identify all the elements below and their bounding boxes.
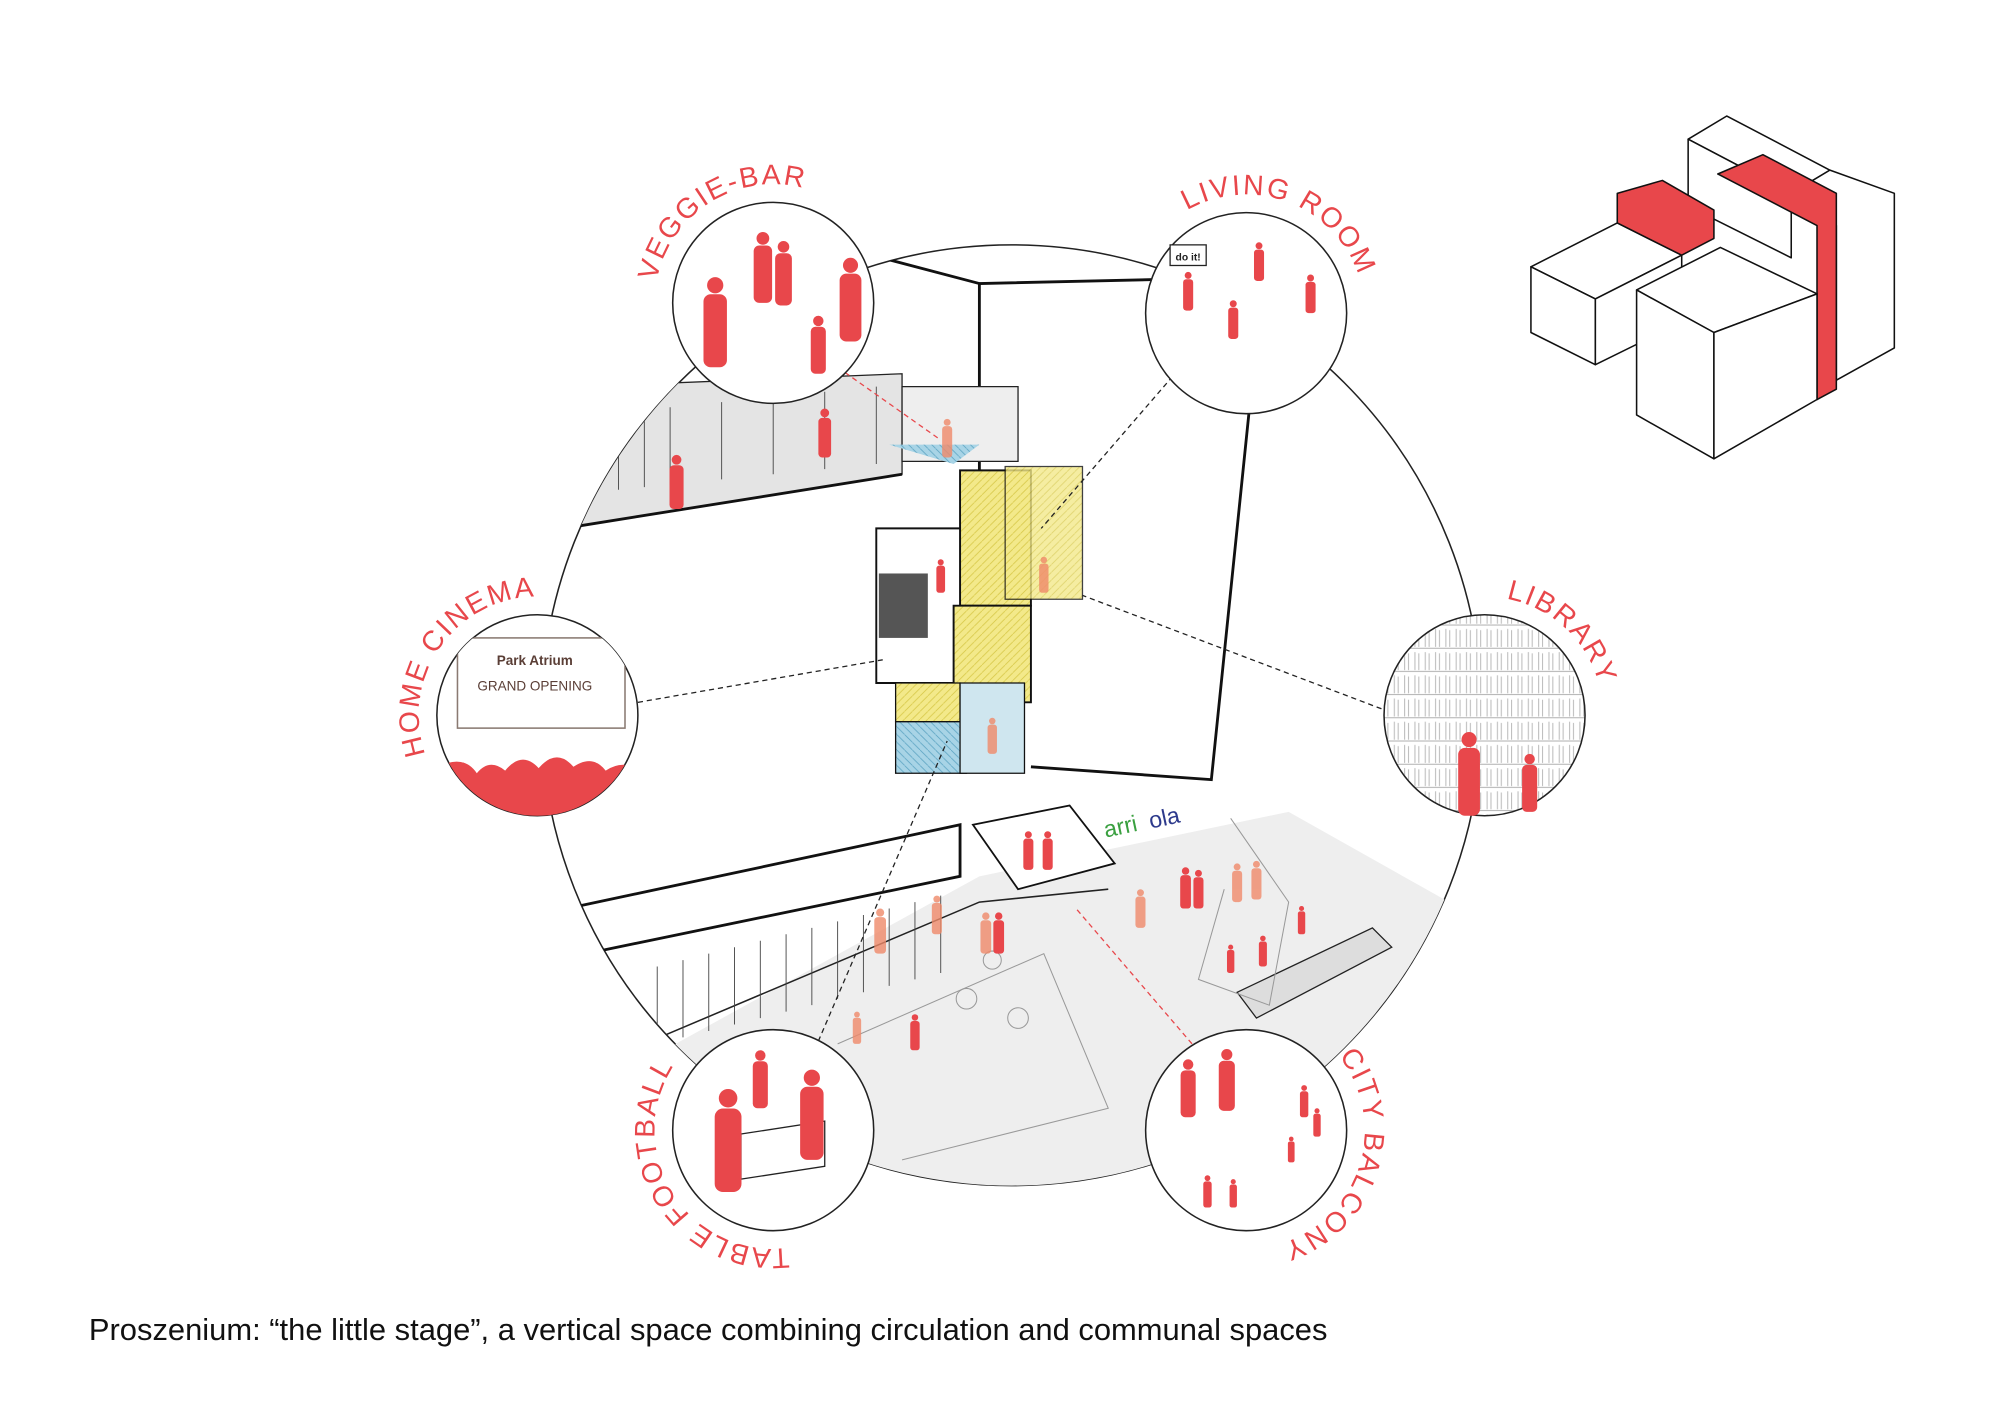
person-figure <box>987 717 997 754</box>
person-figure <box>1251 860 1262 900</box>
svg-text:ola: ola <box>1146 802 1182 834</box>
cinema-subtitle: GRAND OPENING <box>477 679 592 694</box>
person-figure <box>1297 905 1306 935</box>
person-figure <box>1023 831 1034 870</box>
person-figure <box>1458 731 1480 816</box>
person-figure <box>818 408 832 458</box>
person-figure <box>1313 1108 1321 1137</box>
person-figure <box>810 315 826 374</box>
axonometric-key <box>1530 115 1896 460</box>
person-figure <box>942 418 953 458</box>
person-figure <box>1232 863 1243 903</box>
person-figure <box>839 257 862 342</box>
highlight-column <box>1717 153 1838 401</box>
person-figure <box>714 1088 742 1193</box>
person-figure <box>1258 935 1267 967</box>
vignette-veggie-bar[interactable] <box>671 201 875 405</box>
vignette-home-cinema[interactable]: Park Atrium GRAND OPENING <box>436 613 644 825</box>
person-figure <box>1226 944 1235 973</box>
connector-lines <box>637 366 1382 1045</box>
person-figure <box>1522 753 1538 812</box>
person-figure <box>1253 242 1265 281</box>
person-figure <box>1305 274 1316 314</box>
person-figure <box>993 912 1005 954</box>
person-figure <box>1287 1136 1295 1163</box>
person-figure <box>931 895 942 935</box>
caption: Proszenium: “the little stage”, a vertic… <box>89 1312 1328 1347</box>
person-figure <box>910 1014 920 1051</box>
person-figure <box>1228 300 1239 339</box>
do-it-sign: do it! <box>1176 252 1201 263</box>
person-figure <box>1042 831 1053 870</box>
person-figure <box>1203 1175 1212 1208</box>
bench <box>1236 927 1393 1019</box>
cinema-title: Park Atrium <box>497 653 573 668</box>
person-figure <box>1218 1048 1235 1111</box>
person-figure <box>852 1011 862 1044</box>
person-figure <box>1229 1179 1237 1208</box>
person-figure <box>669 454 684 510</box>
person-figure <box>1299 1085 1309 1118</box>
vignette-library[interactable] <box>1383 613 1586 817</box>
person-figure <box>703 277 727 368</box>
person-figure <box>1135 889 1146 928</box>
highlight-bridge <box>1616 179 1715 256</box>
person-figure <box>936 559 946 593</box>
vignette-living-room[interactable]: do it! <box>1144 211 1348 415</box>
person-figure <box>752 1050 768 1109</box>
vignette-city-balcony[interactable] <box>1144 1028 1348 1232</box>
person-figure <box>753 231 773 303</box>
do-it-sign-board: do it! <box>1169 244 1207 267</box>
person-figure <box>775 241 792 306</box>
person-figure <box>1180 867 1191 909</box>
person-figure <box>800 1069 824 1160</box>
scene-figures <box>669 408 1306 1051</box>
vignette-table-football[interactable] <box>671 1028 875 1232</box>
person-figure <box>874 908 887 954</box>
person-figure <box>1180 1059 1196 1118</box>
person-figure <box>1039 556 1049 593</box>
person-figure <box>1193 869 1204 909</box>
person-figure <box>1183 271 1194 311</box>
person-figure <box>980 912 992 954</box>
